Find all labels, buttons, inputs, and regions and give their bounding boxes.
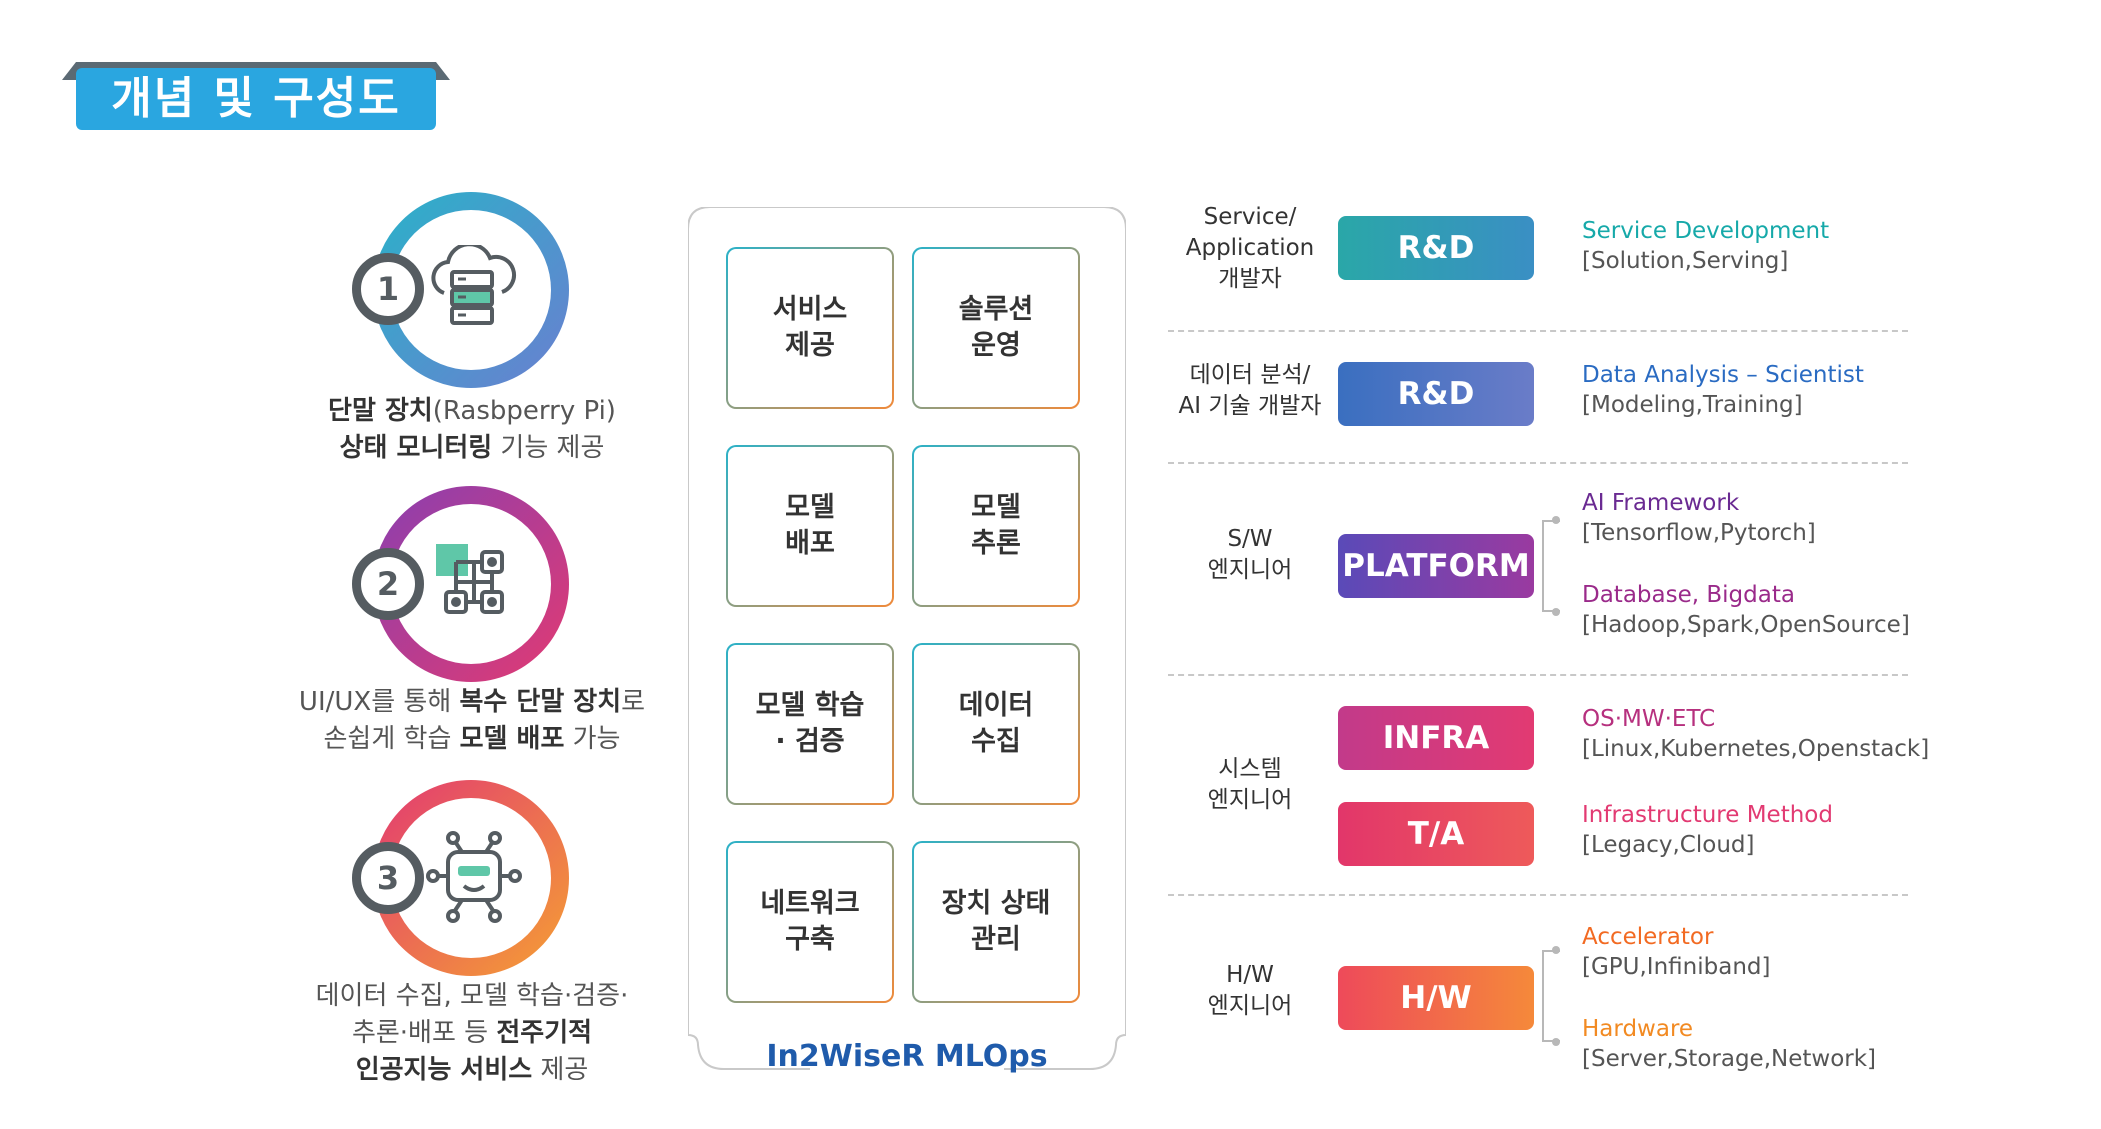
bracket-dot — [1552, 1038, 1560, 1046]
cell-model-inference: 모델 추론 — [912, 445, 1080, 607]
title-banner: 개념 및 구성도 — [62, 62, 450, 136]
feature-text-2: UI/UX를 통해 복수 단말 장치로 손쉽게 학습 모델 배포 가능 — [298, 687, 646, 754]
desc-data-analysis: Data Analysis – Scientist [Modeling,Trai… — [1582, 362, 1864, 418]
desc-hardware: Hardware [Server,Storage,Network] — [1582, 1016, 1877, 1072]
desc-ai-framework: AI Framework [Tensorflow,Pytorch] — [1582, 490, 1816, 546]
role-sw-engineer: S/W 엔지니어 — [1207, 526, 1293, 583]
pill-infra: INFRA — [1338, 706, 1534, 770]
page-title: 개념 및 구성도 — [111, 73, 401, 124]
divider — [1168, 462, 1908, 464]
panel-title: In2WiseR MLOps — [766, 1039, 1048, 1074]
banner-shape — [62, 62, 450, 130]
cell-solution: 솔루션 운영 — [912, 247, 1080, 409]
cell-model-training: 모델 학습 · 검증 — [726, 643, 894, 805]
desc-service-development: Service Development [Solution,Serving] — [1582, 218, 1830, 274]
divider — [1168, 894, 1908, 896]
cell-model-deploy: 모델 배포 — [726, 445, 894, 607]
cell-network: 네트워크 구축 — [726, 841, 894, 1003]
cloud-server-icon — [431, 245, 516, 325]
panel-frame — [688, 207, 1126, 1070]
network-nodes-icon — [436, 544, 504, 614]
pill-platform: PLATFORM — [1338, 534, 1534, 598]
bracket-dot — [1552, 608, 1560, 616]
desc-database-bigdata: Database, Bigdata [Hadoop,Spark,OpenSour… — [1582, 582, 1910, 638]
step-number-1: 1 — [352, 253, 424, 325]
bracket-dot — [1552, 946, 1560, 954]
step-number-2: 2 — [352, 548, 424, 620]
bracket — [1542, 520, 1560, 612]
robot-icon — [426, 831, 522, 923]
bracket — [1542, 950, 1560, 1042]
role-system-engineer: 시스템 엔지니어 — [1207, 756, 1293, 813]
pill-rnd-1: R&D — [1338, 216, 1534, 280]
pill-ta: T/A — [1338, 802, 1534, 866]
bracket-dot — [1552, 516, 1560, 524]
feature-text-1: 단말 장치(Rasbperry Pi) 상태 모니터링 기능 제공 — [328, 396, 616, 463]
step-number-3: 3 — [352, 842, 424, 914]
cell-service: 서비스 제공 — [726, 247, 894, 409]
role-data-analyst: 데이터 분석/ AI 기술 개발자 — [1178, 362, 1322, 419]
divider — [1168, 674, 1908, 676]
cell-device-status: 장치 상태 관리 — [912, 841, 1080, 1003]
desc-infrastructure-method: Infrastructure Method [Legacy,Cloud] — [1582, 802, 1833, 858]
cell-data-collection: 데이터 수집 — [912, 643, 1080, 805]
pill-rnd-2: R&D — [1338, 362, 1534, 426]
desc-accelerator: Accelerator [GPU,Infiniband] — [1582, 924, 1771, 980]
mlops-panel: 서비스 제공 솔루션 운영 모델 배포 모델 추론 모델 학습 · 검증 데이터… — [688, 207, 1126, 1077]
desc-os-mw-etc: OS·MW·ETC [Linux,Kubernetes,Openstack] — [1582, 706, 1930, 762]
role-hw-engineer: H/W 엔지니어 — [1207, 962, 1293, 1019]
divider — [1168, 330, 1908, 332]
pill-hw: H/W — [1338, 966, 1534, 1030]
feature-text-3: 데이터 수집, 모델 학습·검증· 추론·배포 등 전주기적 인공지능 서비스 … — [315, 981, 629, 1085]
role-service-developer: Service/ Application 개발자 — [1185, 204, 1315, 292]
